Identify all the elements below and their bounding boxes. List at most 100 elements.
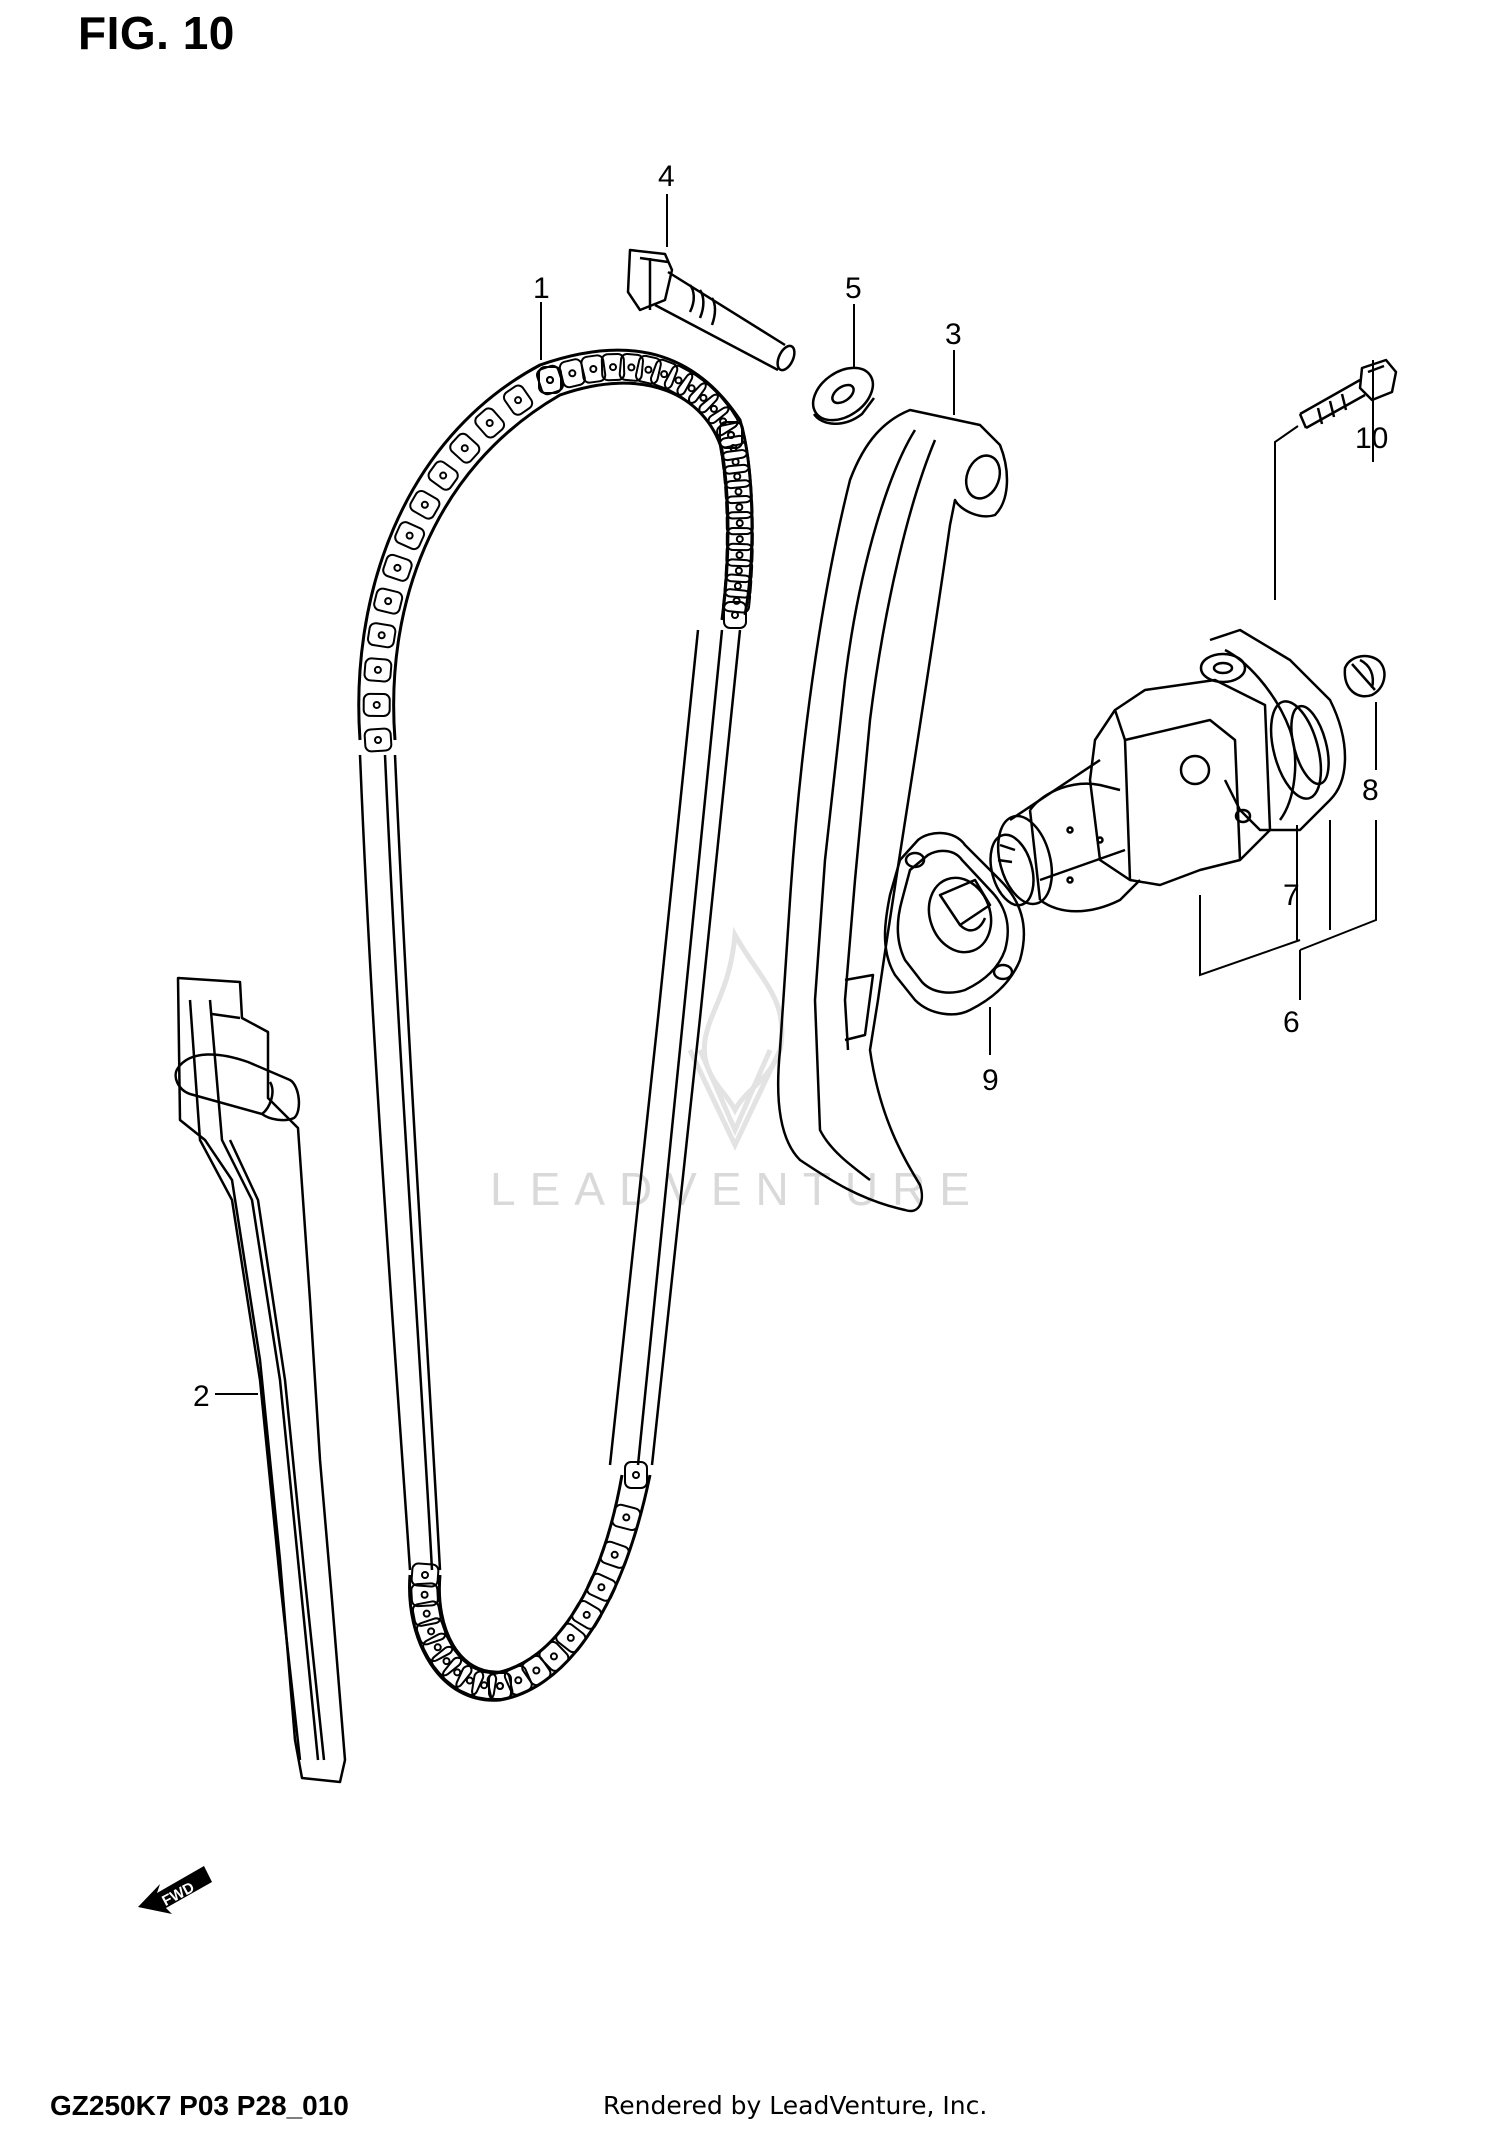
chain-link xyxy=(687,382,719,414)
chain-link xyxy=(363,657,393,683)
chain-link xyxy=(373,587,404,615)
chain-link-pin xyxy=(374,736,382,744)
chain-link-pin xyxy=(622,1513,631,1522)
chain-link xyxy=(624,1461,648,1489)
chain-link xyxy=(409,489,441,520)
chain-link-pin xyxy=(609,363,618,372)
chain-link-pin xyxy=(731,611,739,619)
chain-link xyxy=(410,1582,439,1608)
chain-link-pin xyxy=(377,631,386,640)
chain-link xyxy=(455,1665,485,1696)
chain-link xyxy=(650,358,679,390)
chain-link xyxy=(471,1670,498,1700)
chain-link-pin xyxy=(384,597,393,606)
render-credit: Rendered by LeadVenture, Inc. xyxy=(603,2091,988,2120)
chain-link xyxy=(724,558,754,584)
callout-2: 2 xyxy=(193,1380,210,1413)
chain-link-pin xyxy=(372,700,381,709)
chain-link-pin xyxy=(420,1590,429,1599)
chain-link xyxy=(449,432,481,464)
chain-link-pin xyxy=(660,370,669,379)
chain-link-pin xyxy=(496,1682,504,1690)
chain-link xyxy=(722,463,752,490)
chain-link-pin xyxy=(485,418,494,427)
small-bolt xyxy=(1298,358,1398,430)
chain-link-pin xyxy=(735,551,744,559)
gasket xyxy=(883,831,1026,1016)
chain-link-pin xyxy=(735,503,744,512)
chain-link xyxy=(571,1600,603,1630)
chain-link xyxy=(422,1632,454,1663)
diagram-code: GZ250K7 P03 P28_010 xyxy=(50,2090,349,2121)
callout-8: 8 xyxy=(1362,774,1379,807)
chain-link xyxy=(723,601,747,629)
chain-link-pin xyxy=(549,1652,558,1661)
callout-3: 3 xyxy=(945,318,962,351)
leader-6-bracket xyxy=(1199,820,1377,1000)
tensioner-arm xyxy=(776,408,1009,1213)
chain-link xyxy=(366,622,397,649)
chain-link-pin xyxy=(735,535,744,544)
chain-link-pin xyxy=(627,363,636,372)
chain-link xyxy=(521,1654,552,1687)
chain-link-pin xyxy=(546,376,554,384)
chain-link xyxy=(725,511,754,536)
chain-link xyxy=(427,460,459,491)
chain-link-pin xyxy=(589,365,598,374)
chain-link xyxy=(663,364,694,396)
chain-link xyxy=(363,727,393,753)
chain-link-pin xyxy=(568,369,577,378)
chain-link-pin xyxy=(405,531,414,540)
chain-link xyxy=(410,1562,440,1588)
chain-link xyxy=(502,384,534,416)
chain-link-pin xyxy=(732,596,741,605)
chain-link-pin xyxy=(597,1583,606,1592)
plug-bolt xyxy=(1343,654,1386,698)
chain-link-pin xyxy=(610,1550,619,1559)
chain-link-pin xyxy=(582,1610,591,1619)
callout-10: 10 xyxy=(1355,422,1388,455)
chain-link-pin xyxy=(514,1676,523,1685)
chain-link-pin xyxy=(644,365,653,374)
chain-link-pin xyxy=(734,566,743,575)
chain-link-pin xyxy=(566,1633,575,1642)
chain-link-pin xyxy=(373,665,382,674)
chain-link xyxy=(599,1540,630,1569)
leader-10-path xyxy=(1274,425,1299,600)
chain-link-pin xyxy=(731,457,740,466)
callout-7: 7 xyxy=(1283,879,1300,912)
chain-link xyxy=(486,1671,514,1701)
chain-link xyxy=(411,1600,442,1627)
callout-1: 1 xyxy=(533,272,550,305)
fwd-arrow-icon: FWD xyxy=(138,1866,212,1914)
chain-link-pin xyxy=(632,1471,640,1479)
chain-link-pin xyxy=(709,404,718,413)
chain-link xyxy=(474,407,506,439)
callout-6: 6 xyxy=(1283,1006,1300,1039)
chain-link xyxy=(430,1645,463,1677)
chain-link xyxy=(611,1503,642,1532)
chain-link xyxy=(503,1664,533,1696)
chain-link-pin xyxy=(480,1681,489,1690)
chain-link-pin xyxy=(735,519,744,528)
watermark-logo xyxy=(687,926,785,1151)
chain-link xyxy=(441,1656,473,1688)
chain-link xyxy=(394,521,426,551)
chain-link-pin xyxy=(427,1627,436,1636)
chain-link xyxy=(580,354,607,384)
chain-link xyxy=(707,406,739,437)
chain-link-pin xyxy=(421,1571,429,1579)
chain-link-pin xyxy=(699,393,708,402)
chain-link-pin xyxy=(733,472,742,481)
chain-link xyxy=(676,372,707,404)
chain-link xyxy=(724,479,753,505)
chain-link xyxy=(618,352,644,382)
bolt xyxy=(626,248,796,372)
chain-link-pin xyxy=(393,563,402,572)
chain-link xyxy=(725,495,754,520)
chain-link xyxy=(362,692,391,717)
chain-link xyxy=(698,393,730,425)
chain-link-pin xyxy=(687,384,696,393)
